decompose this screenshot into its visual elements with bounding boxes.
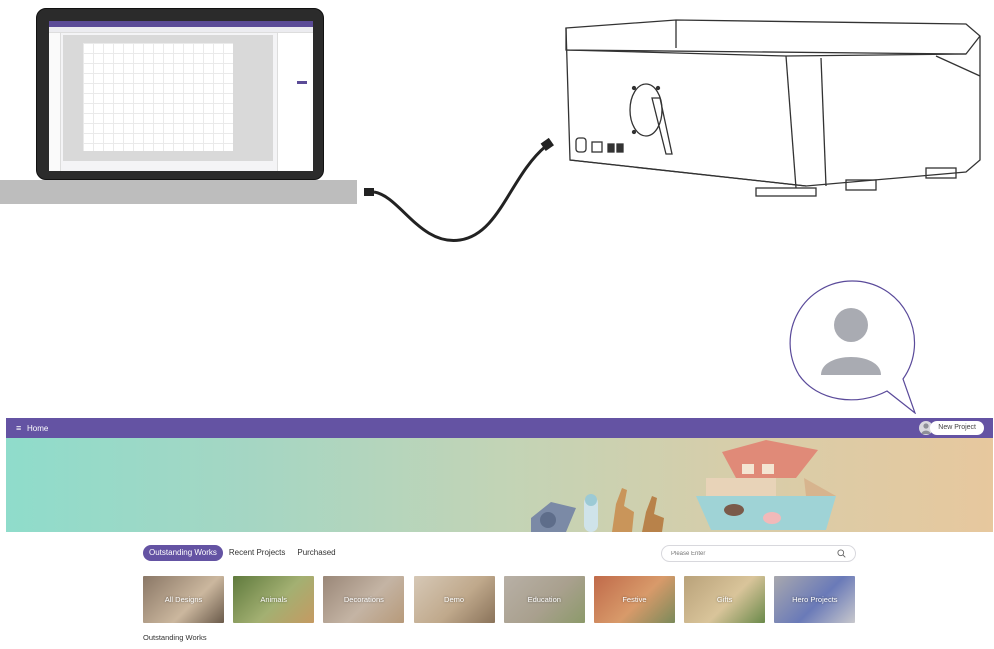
category-label: Animals: [260, 595, 288, 604]
category-hero-projects[interactable]: Hero Projects: [774, 576, 856, 623]
laptop-screen: [49, 21, 313, 171]
app-header: ≡ Home New Project: [6, 418, 993, 438]
laser-machine-illustration: [565, 19, 981, 197]
usb-cable-illustration: [364, 137, 554, 242]
category-list: All Designs Animals Decorations Demo Edu…: [143, 576, 865, 623]
category-label: Gifts: [716, 595, 733, 604]
category-label: Hero Projects: [792, 595, 838, 604]
category-demo[interactable]: Demo: [413, 576, 495, 623]
category-label: Education: [527, 595, 561, 604]
category-gifts[interactable]: Gifts: [684, 576, 766, 623]
search-icon[interactable]: [837, 549, 846, 558]
desk-illustration: [0, 180, 357, 204]
setup-illustration: [0, 0, 994, 414]
category-animals[interactable]: Animals: [233, 576, 315, 623]
hero-banner: [6, 438, 993, 532]
category-label: Demo: [444, 595, 465, 604]
hamburger-icon[interactable]: ≡: [16, 423, 22, 433]
user-icon: [821, 308, 881, 375]
home-title: Home: [27, 423, 49, 433]
avatar-callout: [789, 280, 916, 414]
category-all-designs[interactable]: All Designs: [143, 576, 224, 623]
tab-purchased[interactable]: Purchased: [297, 548, 336, 557]
category-label: Decorations: [343, 595, 384, 604]
project-tabs: Outstanding Works Recent Projects Purcha…: [143, 545, 348, 561]
category-festive[interactable]: Festive: [593, 576, 675, 623]
category-label: All Designs: [164, 595, 203, 604]
section-title: Outstanding Works: [143, 633, 207, 642]
tab-recent-projects[interactable]: Recent Projects: [228, 548, 286, 557]
laptop-illustration: [36, 8, 324, 180]
category-label: Festive: [622, 595, 647, 604]
search-box: [661, 545, 856, 562]
category-decorations[interactable]: Decorations: [323, 576, 405, 623]
category-education[interactable]: Education: [503, 576, 585, 623]
tab-outstanding-works[interactable]: Outstanding Works: [143, 545, 223, 561]
user-icon: [921, 423, 931, 434]
new-project-button[interactable]: New Project: [930, 421, 984, 435]
search-input[interactable]: [671, 550, 831, 557]
avatar[interactable]: [919, 421, 933, 435]
wooden-toys-illustration: [531, 440, 836, 532]
